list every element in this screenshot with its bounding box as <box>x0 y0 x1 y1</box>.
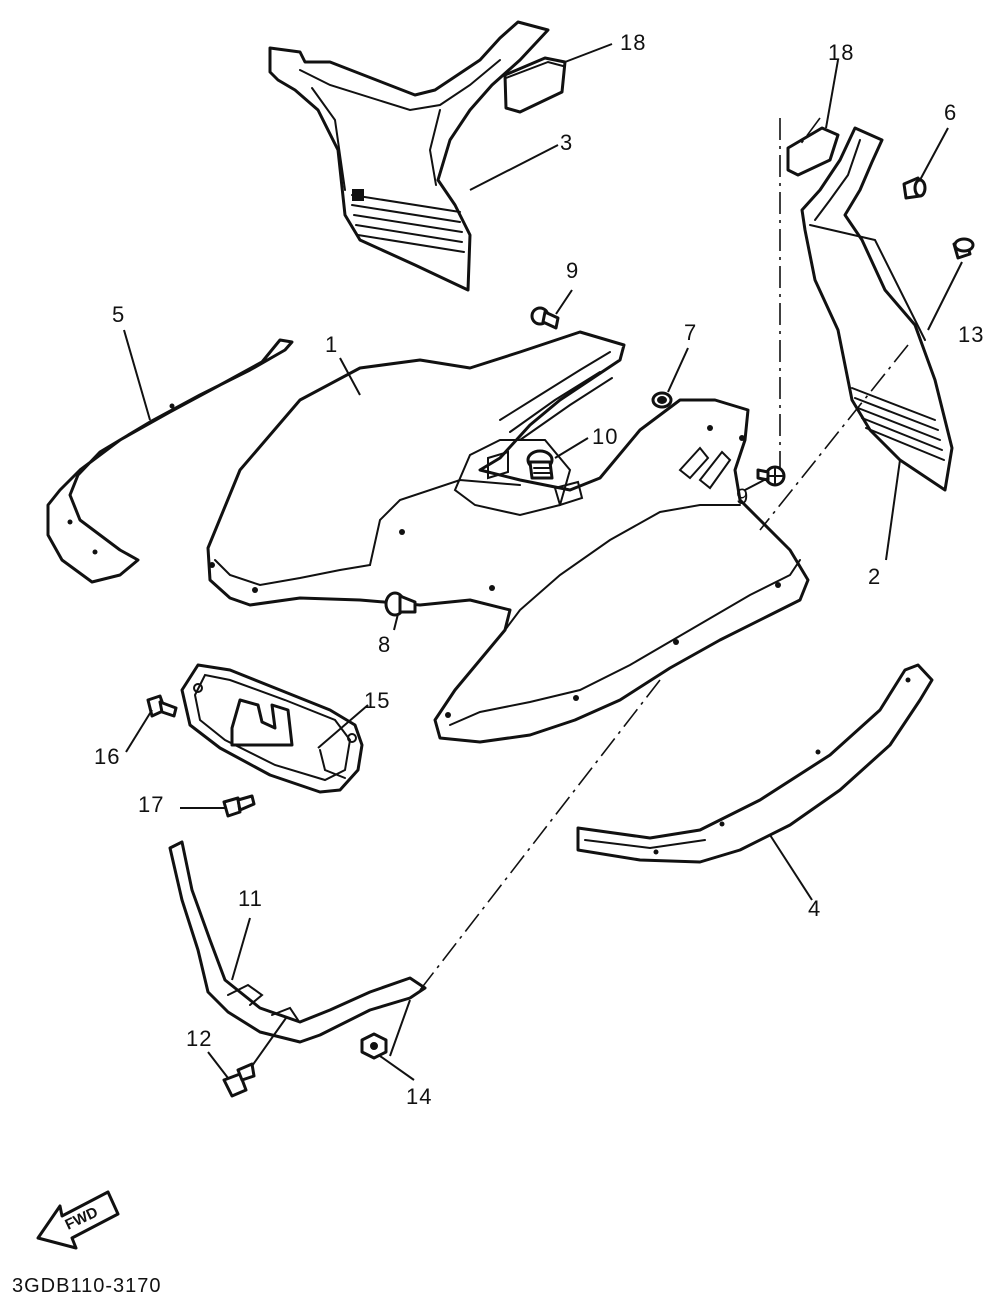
callout-5: 5 <box>112 302 125 327</box>
callout-13: 13 <box>958 322 984 347</box>
callout-labels: 18 3 18 6 13 9 5 1 7 10 9 2 8 15 16 17 1… <box>94 30 984 1109</box>
part-7-washer <box>651 391 673 409</box>
callout-12: 12 <box>186 1026 212 1051</box>
part-1-front-fender <box>206 330 810 744</box>
part-18-rubber-pad-right <box>786 126 840 177</box>
part-9-screw-right <box>756 465 786 487</box>
part-9-screw-upper <box>530 306 560 330</box>
part-5-left-mud-flap <box>46 338 294 584</box>
part-15-headlight-bracket <box>180 663 364 794</box>
callout-16: 16 <box>94 744 120 769</box>
callout-7: 7 <box>684 320 697 345</box>
callout-6: 6 <box>944 100 957 125</box>
callout-1: 1 <box>325 332 338 357</box>
part-4-right-mud-flap <box>576 663 934 864</box>
callout-17: 17 <box>138 792 164 817</box>
part-18-rubber-pad-left <box>503 56 567 114</box>
callout-3: 3 <box>560 130 573 155</box>
part-11-fender-stay <box>168 840 427 1044</box>
part-8-bolt <box>384 591 417 617</box>
assembly-lines <box>419 117 909 991</box>
callout-9-right: 9 <box>736 484 749 509</box>
callout-18-right: 18 <box>828 40 854 65</box>
callout-9-upper: 9 <box>566 258 579 283</box>
diagram-part-code: 3GDB110-3170 <box>12 1275 162 1297</box>
part-17-bolt <box>222 794 256 818</box>
part-10-grommet <box>526 449 554 480</box>
callout-18-left: 18 <box>620 30 646 55</box>
leader-lines <box>123 43 963 1081</box>
part-3-left-side-cover <box>268 20 550 292</box>
callout-2: 2 <box>868 564 881 589</box>
part-14-nut <box>360 1032 388 1060</box>
callout-11: 11 <box>238 886 263 911</box>
callout-4: 4 <box>808 896 821 921</box>
callout-8: 8 <box>378 632 391 657</box>
part-6-bolt <box>902 176 927 200</box>
part-13-bolt <box>952 237 975 260</box>
callout-14: 14 <box>406 1084 432 1109</box>
part-16-bolt <box>146 694 178 718</box>
callout-10: 10 <box>592 424 618 449</box>
forward-direction-arrow: FWD <box>36 1190 120 1250</box>
part-12-bolt <box>222 1062 256 1098</box>
callout-15: 15 <box>364 688 390 713</box>
part-2-right-side-cover <box>800 126 954 492</box>
